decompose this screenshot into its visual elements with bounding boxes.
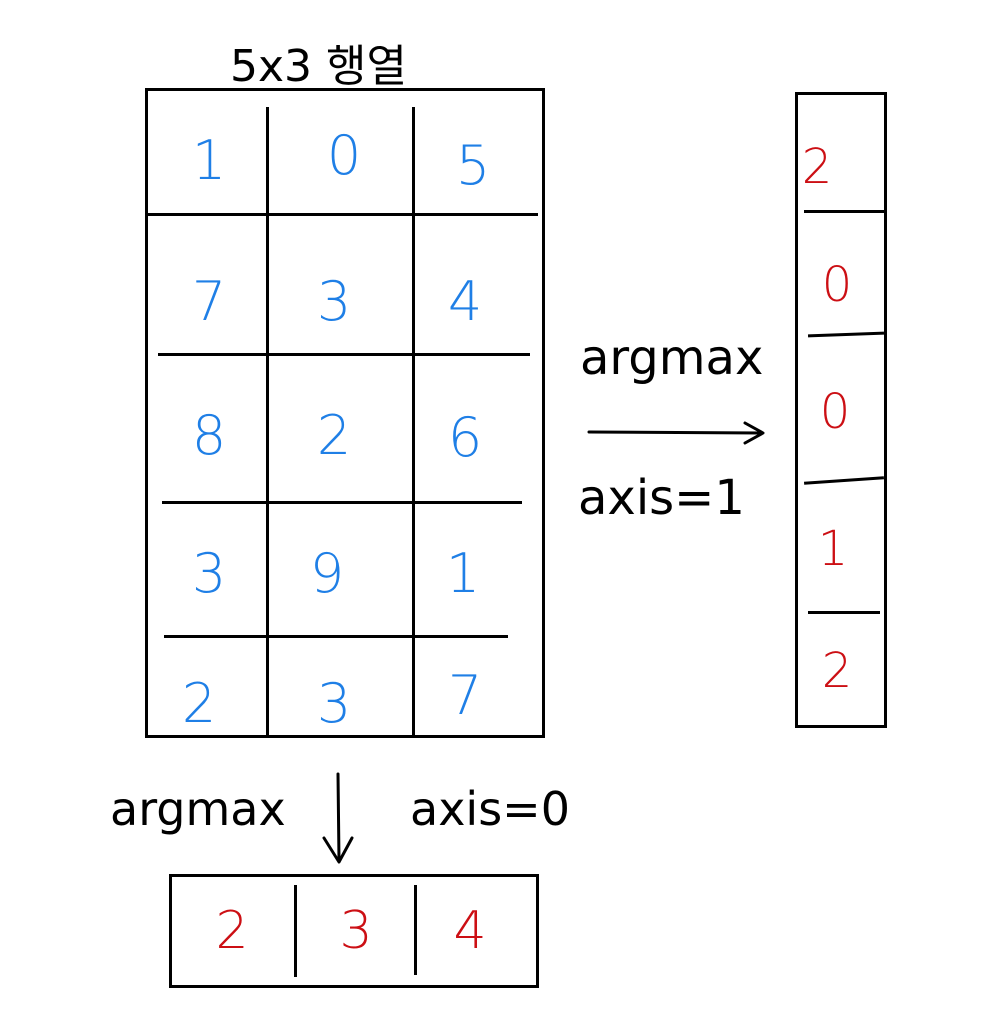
- matrix-cell-r1-c2: 4: [447, 269, 483, 333]
- matrix-hline-4: [164, 635, 508, 638]
- argmax-label-axis0: argmax: [110, 782, 286, 836]
- matrix-5x3: 1 0 5 7 3 4 8 2 6 3 9 1 2 3 7: [145, 88, 545, 738]
- matrix-cell-r2-c1: 2: [316, 403, 352, 467]
- result-row-cell-2: 4: [453, 901, 487, 961]
- result-col-cell-3: 1: [817, 521, 849, 577]
- matrix-hline-1: [148, 213, 538, 216]
- matrix-cell-r3-c2: 1: [445, 541, 481, 605]
- argmax-axis1-result: 2 0 0 1 2: [795, 92, 887, 728]
- result-row-cell-1: 3: [339, 901, 373, 961]
- matrix-cell-r2-c0: 8: [191, 403, 227, 467]
- matrix-hline-3: [162, 501, 522, 504]
- matrix-hline-2: [158, 353, 530, 356]
- result-row-vline-2: [414, 885, 417, 975]
- matrix-cell-r3-c1: 9: [309, 541, 345, 605]
- result-row-cell-0: 2: [215, 901, 249, 961]
- matrix-cell-r2-c2: 6: [447, 405, 483, 469]
- result-col-cell-4: 2: [821, 643, 853, 699]
- matrix-title: 5x3 행열: [230, 41, 407, 92]
- matrix-cell-r4-c1: 3: [316, 671, 352, 735]
- matrix-cell-r1-c1: 3: [316, 269, 352, 333]
- arrow-right-icon: [587, 421, 765, 445]
- matrix-cell-r0-c2: 5: [455, 133, 491, 197]
- result-col-cell-1: 0: [821, 257, 853, 313]
- result-col-hline-4: [808, 611, 880, 614]
- result-col-hline-1: [804, 210, 884, 213]
- matrix-cell-r1-c0: 7: [191, 269, 227, 333]
- arrow-down-icon: [322, 772, 354, 864]
- result-col-cell-2: 0: [819, 384, 851, 440]
- matrix-vline-1: [266, 107, 269, 735]
- argmax-label-axis1: argmax: [580, 330, 764, 386]
- result-col-cell-0: 2: [801, 139, 833, 195]
- result-row-vline-1: [294, 885, 297, 977]
- matrix-cell-r4-c0: 2: [181, 671, 217, 735]
- matrix-cell-r4-c2: 7: [447, 663, 483, 727]
- matrix-cell-r3-c0: 3: [191, 541, 227, 605]
- matrix-vline-2: [412, 107, 415, 735]
- argmax-axis0-result: 2 3 4: [169, 874, 539, 988]
- result-col-hline-3: [803, 476, 885, 485]
- matrix-cell-r0-c0: 1: [191, 128, 227, 192]
- matrix-cell-r0-c1: 0: [326, 123, 362, 187]
- axis0-label: axis=0: [410, 782, 570, 836]
- axis1-label: axis=1: [578, 470, 745, 526]
